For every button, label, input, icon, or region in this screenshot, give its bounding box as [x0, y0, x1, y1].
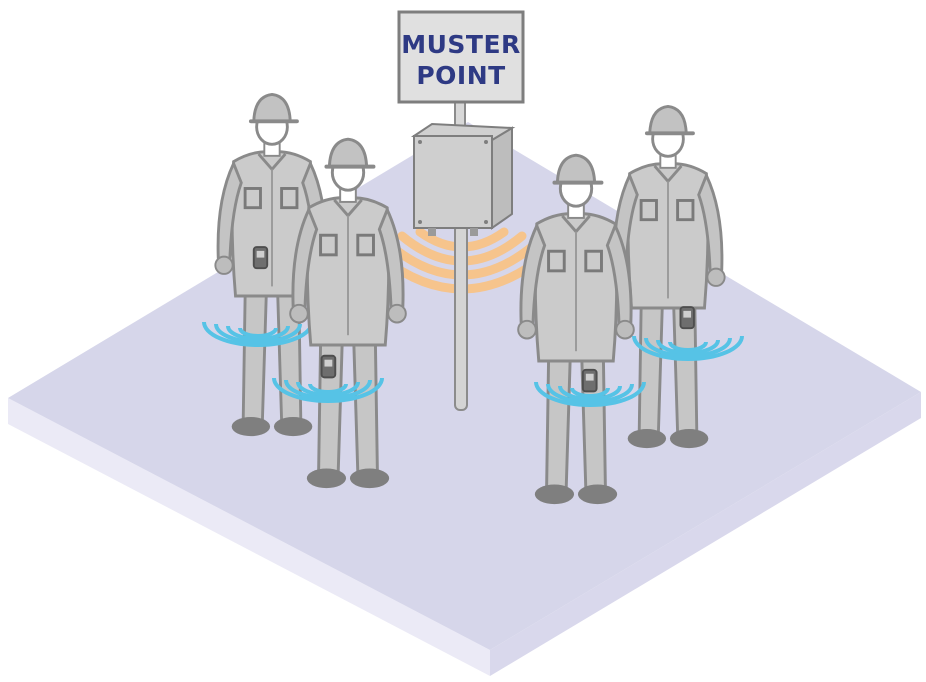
sign-line-1: MUSTER: [401, 30, 521, 59]
tag-icon: [322, 356, 336, 378]
receiver-connector-right: [470, 228, 478, 236]
receiver-box-side: [492, 128, 512, 228]
sign-line-2: POINT: [416, 61, 505, 90]
sign-pole: [455, 225, 467, 410]
receiver-connector-left: [428, 228, 436, 236]
receiver-box-icon: [414, 124, 512, 236]
tag-icon: [680, 307, 693, 328]
receiver-box-front: [414, 136, 492, 228]
tag-icon: [583, 370, 597, 392]
tag-icon: [254, 247, 267, 268]
